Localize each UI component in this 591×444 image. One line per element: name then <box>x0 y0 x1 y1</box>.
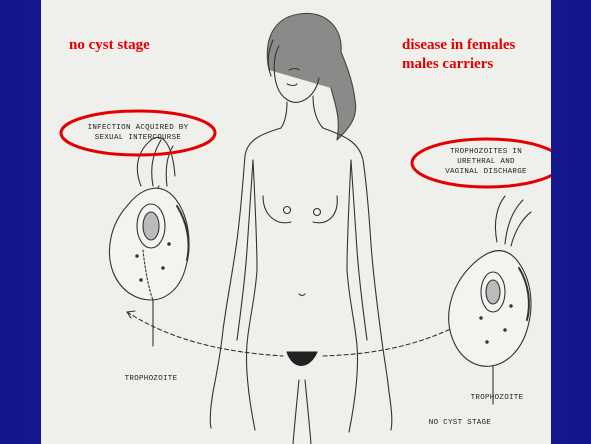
arrow-right <box>323 324 461 356</box>
caption-trophozoites: TROPHOZOITES IN URETHRAL AND VAGINAL DIS… <box>421 147 551 177</box>
torso-right <box>347 160 358 432</box>
torso-left <box>246 160 257 430</box>
left-arm <box>210 128 281 428</box>
right-arm <box>323 128 392 430</box>
trophozoite-right <box>449 196 531 404</box>
caption-trophozoites-line3: VAGINAL DISCHARGE <box>421 167 551 177</box>
trophozoite-left <box>109 137 189 346</box>
pubic-area <box>287 352 317 366</box>
hair <box>267 13 355 140</box>
caption-infection-line2: SEXUAL INTERCOURSE <box>65 133 211 143</box>
caption-trophozoite-left: TROPHOZOITE <box>101 374 201 384</box>
caption-infection-line1: INFECTION ACQUIRED BY <box>65 123 211 133</box>
caption-no-cyst-stage: NO CYST STAGE <box>405 418 515 428</box>
caption-trophozoite-right: TROPHOZOITE <box>447 393 547 403</box>
caption-infection: INFECTION ACQUIRED BY SEXUAL INTERCOURSE <box>65 123 211 143</box>
annotation-disease-females: disease in females <box>402 36 515 55</box>
caption-trophozoites-line2: URETHRAL AND <box>421 157 551 167</box>
annotation-males-carriers: males carriers <box>402 55 493 74</box>
content-panel: no cyst stage disease in females males c… <box>41 0 551 444</box>
annotation-no-cyst-stage: no cyst stage <box>69 36 150 55</box>
caption-trophozoites-line1: TROPHOZOITES IN <box>421 147 551 157</box>
arrow-left <box>127 312 283 356</box>
